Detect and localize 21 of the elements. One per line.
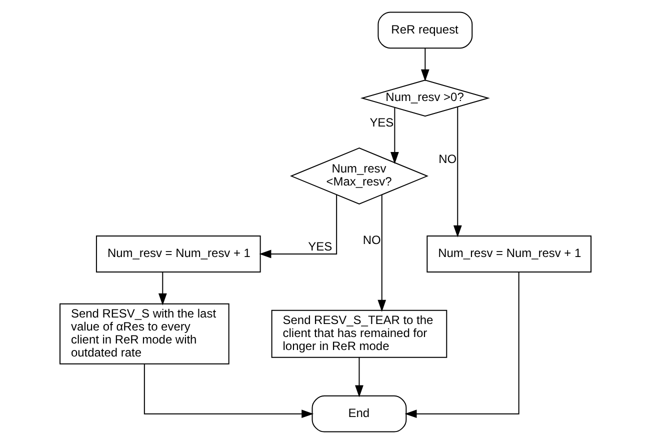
edge-label: NO: [438, 152, 456, 166]
edge-label: NO: [362, 233, 380, 248]
arrow: [390, 107, 398, 164]
node-box: Num_resv = Num_resv + 1: [95, 235, 260, 272]
edge-label: YES: [369, 116, 394, 130]
node-box: End: [311, 395, 406, 432]
node-box: Send RESV_S with the last value of αRes to every client in ReR mode with outdated rate: [59, 303, 229, 364]
arrow: [258, 194, 337, 258]
arrow: [452, 106, 462, 238]
node-diamond: Num_resv <Max_resv?: [289, 148, 428, 205]
node-box: Num_resv = Num_resv + 1: [426, 235, 591, 272]
arrow: [420, 48, 429, 82]
arrow: [377, 194, 386, 312]
edge-label: YES: [308, 240, 332, 254]
arrow: [143, 364, 314, 418]
node-box: Send RESV_S_TEAR to the client that has remained for longer in ReR mode: [270, 310, 447, 358]
node-box: ReR request: [377, 12, 472, 49]
node-diamond: Num_resv >0?: [360, 80, 490, 117]
arrow: [404, 272, 519, 418]
arrow: [354, 356, 363, 398]
arrow: [158, 272, 166, 306]
